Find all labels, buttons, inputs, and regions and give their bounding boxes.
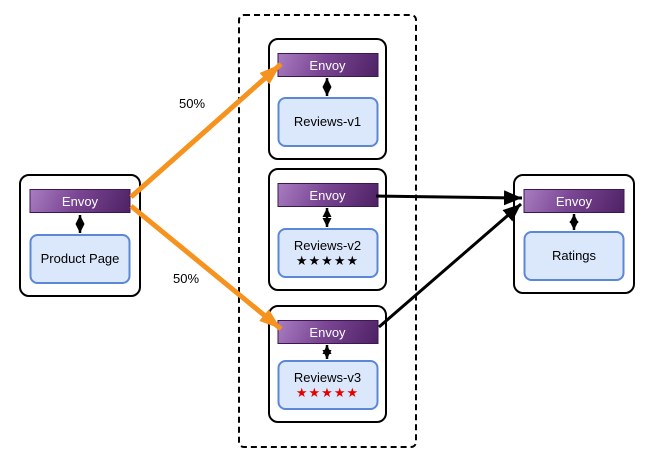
service-box-product-page: Product Page bbox=[29, 234, 131, 284]
envoy-proxy-reviews-v3: Envoy bbox=[277, 320, 378, 344]
node-ratings: Envoy Ratings bbox=[513, 174, 635, 294]
star-rating-red: ★★★★★ bbox=[295, 384, 360, 400]
node-reviews-v1: Envoy Reviews-v1 bbox=[268, 38, 387, 160]
envoy-label: Envoy bbox=[309, 57, 346, 73]
node-reviews-v2: Envoy Reviews-v2 ★★★★★ bbox=[268, 168, 387, 291]
envoy-proxy-product-page: Envoy bbox=[29, 189, 131, 213]
service-box-ratings: Ratings bbox=[523, 231, 625, 281]
node-product-page: Envoy Product Page bbox=[19, 174, 141, 297]
traffic-split-label-top: 50% bbox=[178, 96, 206, 111]
node-reviews-v3: Envoy Reviews-v3 ★★★★★ bbox=[268, 305, 387, 423]
envoy-label: Envoy bbox=[309, 187, 346, 203]
envoy-proxy-ratings: Envoy bbox=[523, 189, 625, 213]
service-label: Reviews-v2 bbox=[293, 237, 362, 253]
star-rating-black: ★★★★★ bbox=[295, 252, 360, 268]
service-box-reviews-v2: Reviews-v2 ★★★★★ bbox=[277, 228, 378, 278]
service-label: Reviews-v3 bbox=[293, 369, 362, 385]
service-label: Product Page bbox=[40, 250, 120, 266]
envoy-proxy-reviews-v2: Envoy bbox=[277, 183, 378, 207]
envoy-label: Envoy bbox=[309, 324, 346, 340]
envoy-label: Envoy bbox=[555, 193, 593, 209]
service-box-reviews-v3: Reviews-v3 ★★★★★ bbox=[277, 360, 378, 410]
envoy-label: Envoy bbox=[61, 193, 99, 209]
traffic-split-label-bottom: 50% bbox=[172, 271, 200, 286]
envoy-proxy-reviews-v1: Envoy bbox=[277, 53, 378, 77]
service-label: Ratings bbox=[551, 247, 597, 263]
service-label: Reviews-v1 bbox=[293, 113, 362, 129]
service-box-reviews-v1: Reviews-v1 bbox=[277, 97, 378, 147]
